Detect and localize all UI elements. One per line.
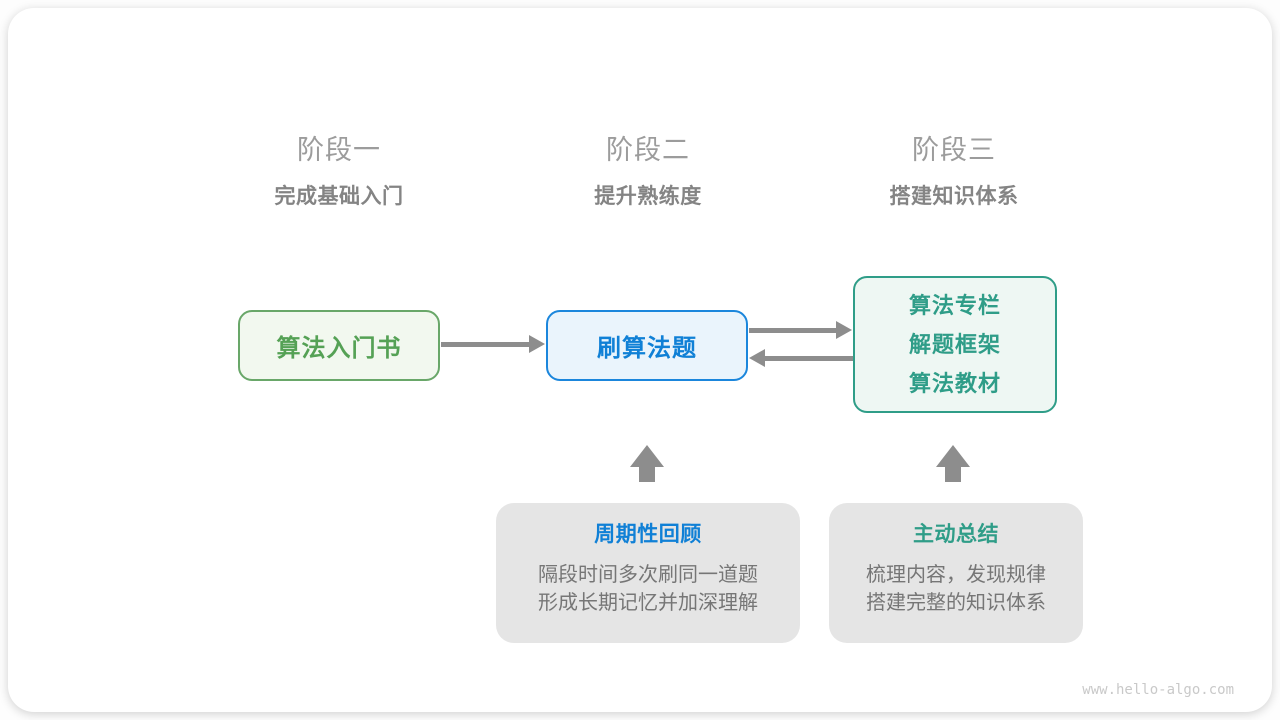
node-knowledge-resources: 算法专栏 解题框架 算法教材	[853, 276, 1057, 413]
node-practice-problems: 刷算法题	[546, 310, 748, 381]
note-review-title: 周期性回顾	[594, 523, 702, 546]
up-arrow-head	[936, 445, 970, 467]
node-resources-line-3: 算法教材	[908, 371, 1001, 396]
up-arrow-stem	[945, 467, 961, 482]
node-intro-book: 算法入门书	[238, 310, 440, 381]
note-review-line-1: 隔段时间多次刷同一道题	[538, 564, 758, 586]
node-practice-label: 刷算法题	[597, 335, 697, 362]
note-periodic-review: 周期性回顾 隔段时间多次刷同一道题 形成长期记忆并加深理解	[496, 503, 800, 643]
stage-3-header: 阶段三 搭建知识体系	[804, 134, 1104, 210]
arrow-shaft	[441, 342, 533, 347]
stage-2-subtitle: 提升熟练度	[594, 185, 702, 208]
up-arrow-icon	[936, 445, 970, 482]
stage-2-label: 阶段二	[606, 135, 690, 165]
arrow-head	[749, 349, 765, 367]
arrow-head	[529, 335, 545, 353]
arrow-shaft	[749, 328, 839, 333]
arrow-head	[836, 321, 852, 339]
note-review-body: 隔段时间多次刷同一道题 形成长期记忆并加深理解	[496, 561, 800, 617]
note-summary-body: 梳理内容，发现规律 搭建完整的知识体系	[829, 561, 1083, 617]
stage-3-label: 阶段三	[912, 135, 996, 165]
node-resources-line-1: 算法专栏	[908, 293, 1001, 318]
stage-1-header: 阶段一 完成基础入门	[189, 134, 489, 210]
stage-1-subtitle: 完成基础入门	[274, 185, 404, 208]
diagram-card: 阶段一 完成基础入门 阶段二 提升熟练度 阶段三 搭建知识体系 算法入门书 刷算…	[8, 8, 1272, 712]
up-arrow-head	[630, 445, 664, 467]
stage-3-subtitle: 搭建知识体系	[889, 185, 1019, 208]
stage-2-header: 阶段二 提升熟练度	[498, 134, 798, 210]
note-summary-line-2: 搭建完整的知识体系	[866, 592, 1046, 614]
note-summary-title: 主动总结	[913, 523, 999, 546]
node-resources-line-2: 解题框架	[908, 332, 1001, 357]
note-review-line-2: 形成长期记忆并加深理解	[538, 592, 758, 614]
up-arrow-icon	[630, 445, 664, 482]
note-active-summary: 主动总结 梳理内容，发现规律 搭建完整的知识体系	[829, 503, 1083, 643]
site-watermark: www.hello-algo.com	[1082, 682, 1234, 698]
note-summary-line-1: 梳理内容，发现规律	[866, 564, 1046, 586]
stage-1-label: 阶段一	[297, 135, 381, 165]
up-arrow-stem	[639, 467, 655, 482]
node-intro-book-label: 算法入门书	[276, 335, 402, 362]
arrow-shaft	[763, 356, 853, 361]
